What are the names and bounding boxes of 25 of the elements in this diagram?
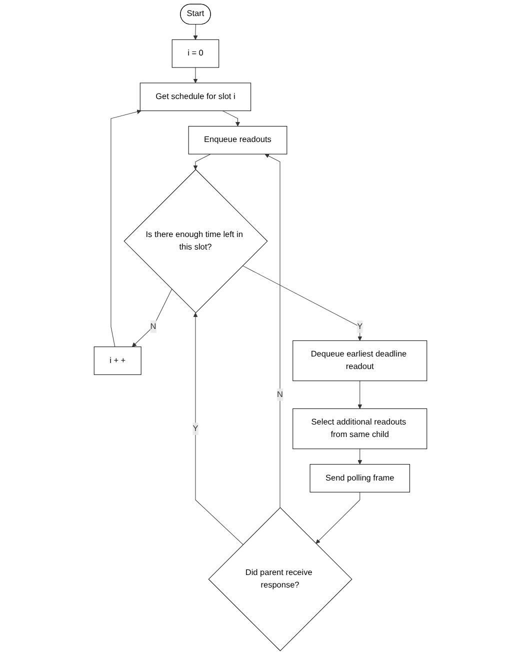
arrow [357,380,362,409]
arrow [357,448,362,465]
arrow [242,265,362,341]
arrow [131,288,172,348]
node-diamond: Is there enough time left in this slot? [123,169,268,314]
node-box: i = 0 [171,39,219,68]
edge-label: Y [192,424,198,433]
node-box: Get schedule for slot i [139,82,251,112]
arrow [192,312,243,545]
node-box: Enqueue readouts [188,126,287,154]
node-diamond: Did parent receive response? [208,507,352,652]
arrow [264,154,280,508]
edge-label: Y [356,322,362,331]
node-box: Send polling frame [309,464,410,492]
arrow [110,110,141,348]
arrow [192,154,210,170]
node-box: Select additional readouts from same child [292,408,427,450]
node-box: Dequeue earliest deadline readout [292,340,427,382]
arrow [222,110,240,126]
arrow [192,24,198,40]
node-box: i + + [93,346,141,375]
arrow [315,492,360,544]
arrow [192,67,198,84]
edge-label: N [276,390,282,399]
edge-label: N [150,322,156,331]
